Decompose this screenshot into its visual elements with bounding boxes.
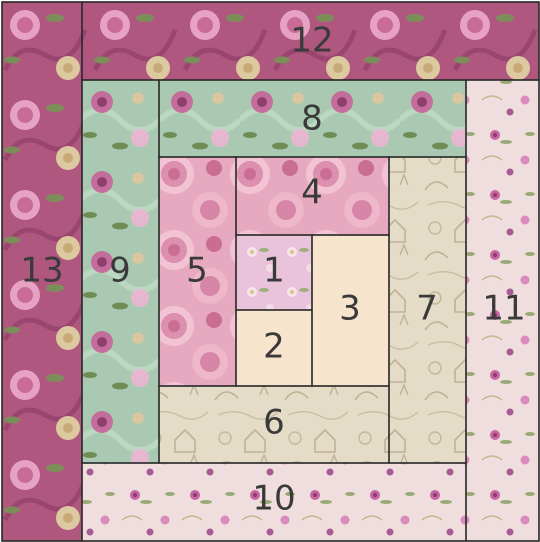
patch-9-label: 9: [109, 251, 131, 291]
patch-5-label: 5: [186, 251, 208, 291]
patch-11-label: 11: [482, 289, 525, 329]
patch-13-label: 13: [20, 251, 63, 291]
patch-7-label: 7: [416, 289, 438, 329]
patch-10-label: 10: [252, 479, 295, 519]
patch-2-label: 2: [263, 327, 285, 367]
patch-3-label: 3: [339, 289, 361, 329]
patch-8-label: 8: [301, 99, 323, 139]
patch-12-label: 12: [290, 21, 333, 61]
patch-6-label: 6: [263, 403, 285, 443]
patch-1-label: 1: [263, 251, 285, 291]
patch-4-label: 4: [301, 173, 323, 213]
